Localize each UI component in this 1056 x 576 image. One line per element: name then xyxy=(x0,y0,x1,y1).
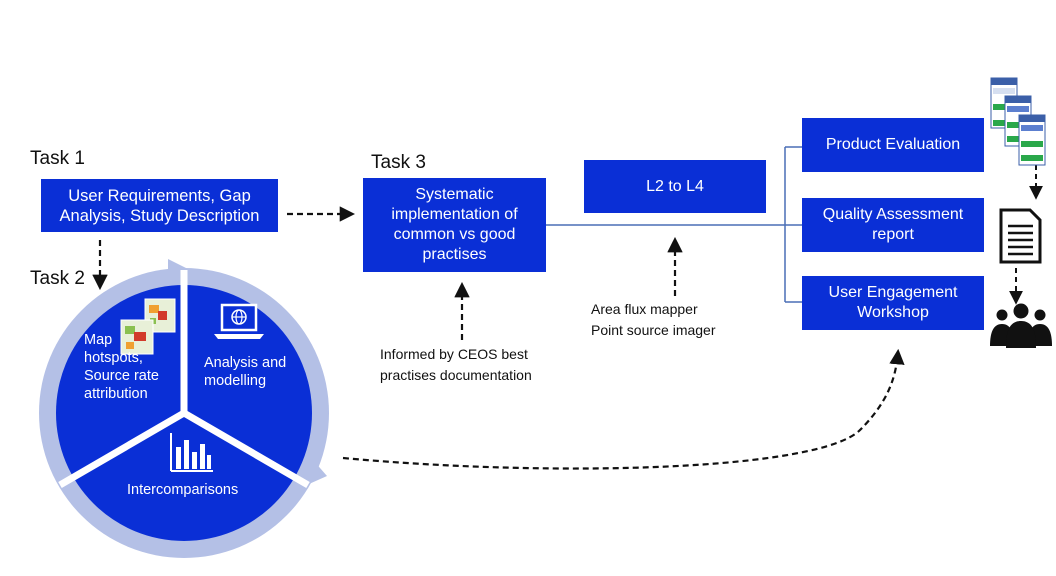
ceos-note: Informed by CEOS best practises document… xyxy=(380,346,532,383)
product-evaluation-box: Product Evaluation xyxy=(802,118,984,172)
task1-label: Task 1 xyxy=(30,148,85,169)
bar-chart-icon xyxy=(170,433,213,472)
document-icon xyxy=(999,208,1042,264)
output-connectors xyxy=(545,146,802,303)
user-engagement-box: User Engagement Workshop xyxy=(802,276,984,330)
spreadsheet-stack-icon xyxy=(990,77,1046,166)
heatmap-thumbnail-icon xyxy=(120,298,176,355)
wheel-analysis-text: Analysis and modelling xyxy=(204,355,287,389)
task1-box: User Requirements, Gap Analysis, Study D… xyxy=(41,179,278,232)
arrow-wheel-to-workshop xyxy=(342,348,905,470)
task3-box: Systematic implementation of common vs g… xyxy=(363,178,546,272)
task1-box-line1: User Requirements, Gap xyxy=(68,186,251,205)
wheel-divider-right xyxy=(182,409,310,489)
wheel-intercomparisons-text: Intercomparisons xyxy=(127,482,239,498)
task1-box-line2: Analysis, Study Description xyxy=(59,206,260,225)
l2l4-box: L2 to L4 xyxy=(584,160,766,213)
task3-label: Task 3 xyxy=(371,152,426,173)
people-group-icon xyxy=(990,303,1052,348)
task2-label: Task 2 xyxy=(30,268,85,289)
quality-assessment-box: Quality Assessment report xyxy=(802,198,984,252)
ring-arrowhead-top xyxy=(168,259,192,285)
sensor-note: Area flux mapper Point source imager xyxy=(591,301,716,338)
wheel-divider-left xyxy=(58,409,186,489)
wheel-map-text: Map hotspots, Source rate attribution xyxy=(84,332,159,402)
laptop-globe-icon xyxy=(214,303,264,339)
ring-arrowhead-right xyxy=(300,452,327,488)
